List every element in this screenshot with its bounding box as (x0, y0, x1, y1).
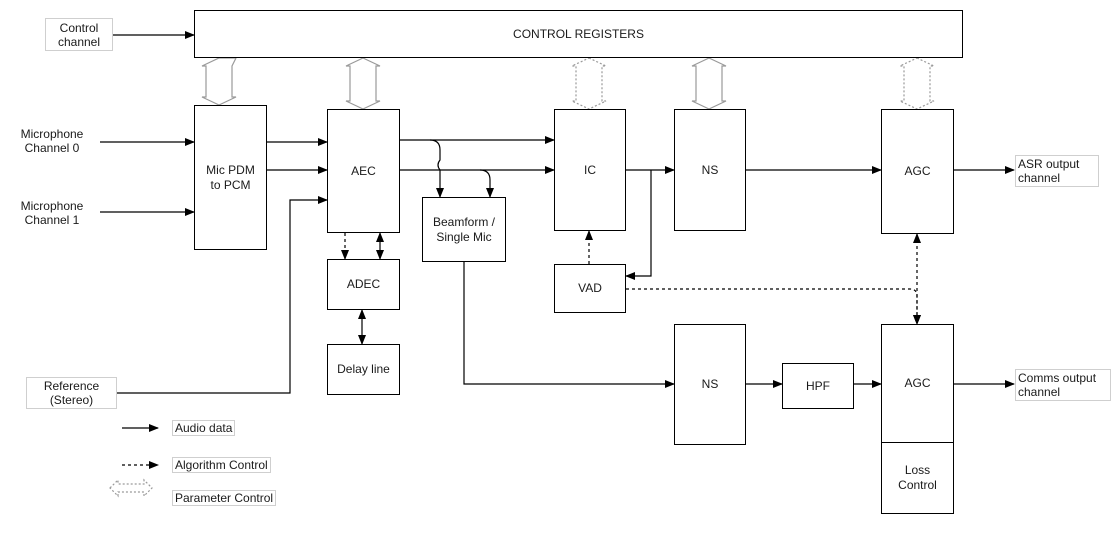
agc-bottom-label: AGC (904, 376, 931, 390)
param-arrow-ic (571, 57, 607, 110)
arrow-vad-to-agc-control (626, 288, 921, 325)
control-connectors (122, 230, 921, 469)
aec-block: AEC (327, 109, 400, 233)
control-channel-label: Control channel (45, 18, 113, 51)
control-registers-label: CONTROL REGISTERS (513, 26, 644, 41)
delay-line-block: Delay line (327, 344, 400, 395)
adec-block: ADEC (327, 259, 400, 310)
aec-label: AEC (351, 163, 376, 178)
mic-channel-0-label: Microphone Channel 0 (20, 127, 84, 155)
arrow-aec-to-beamform-2 (479, 169, 494, 198)
beamform-label: Beamform / Single Mic (432, 214, 495, 244)
arrow-reference-to-aec (117, 196, 328, 394)
mic-pdm-label: Mic PDM to PCM (206, 162, 255, 192)
ns-bottom-block: NS (674, 324, 746, 445)
ns-top-label: NS (701, 162, 719, 177)
delay-line-label: Delay line (337, 362, 390, 376)
arrow-ic-to-vad (625, 170, 652, 280)
adec-label: ADEC (346, 277, 381, 291)
param-arrow-aec (345, 57, 381, 110)
agc-top-label: AGC (904, 164, 931, 178)
arrow-aec-to-beamform-1 (429, 139, 444, 198)
mic-channel-1-label: Microphone Channel 1 (20, 199, 84, 227)
mic-pdm-block: Mic PDM to PCM (194, 105, 267, 250)
arrow-beamform-to-ns (463, 262, 675, 388)
comms-output-label: Comms output channel (1015, 369, 1111, 401)
asr-output-label: ASR output channel (1015, 155, 1099, 187)
reference-label: Reference (Stereo) (26, 377, 117, 409)
agc-top-block: AGC (881, 109, 954, 234)
ic-label: IC (584, 162, 596, 177)
hpf-label: HPF (806, 378, 830, 393)
legend-parameter-control-icon (109, 478, 153, 498)
audio-connectors (100, 31, 1015, 432)
legend-algorithm-control-label: Algorithm Control (172, 457, 271, 473)
vad-block: VAD (554, 264, 626, 313)
loss-control-block: Loss Control (881, 442, 954, 514)
ns-bottom-label: NS (701, 377, 719, 391)
param-arrow-mic-pdm (201, 57, 237, 106)
legend-parameter-control-label: Parameter Control (172, 490, 277, 506)
vad-label: VAD (578, 281, 602, 295)
param-arrow-ns-top (691, 57, 727, 110)
legend-audio-data-label: Audio data (172, 420, 236, 436)
ns-top-block: NS (674, 109, 746, 231)
hpf-block: HPF (782, 363, 854, 409)
agc-bottom-block: AGC (881, 324, 954, 443)
param-arrow-agc-top (899, 57, 935, 110)
beamform-block: Beamform / Single Mic (422, 197, 506, 262)
loss-control-label: Loss Control (898, 463, 937, 492)
control-registers-block: CONTROL REGISTERS (194, 10, 963, 58)
ic-block: IC (554, 109, 626, 231)
